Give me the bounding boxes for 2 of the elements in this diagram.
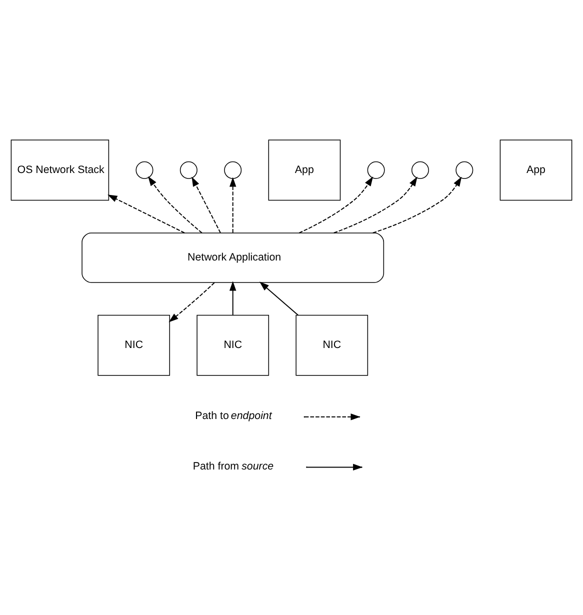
legend-label: Path to endpoint <box>195 409 272 422</box>
legend-label: Path from source <box>192 460 274 472</box>
